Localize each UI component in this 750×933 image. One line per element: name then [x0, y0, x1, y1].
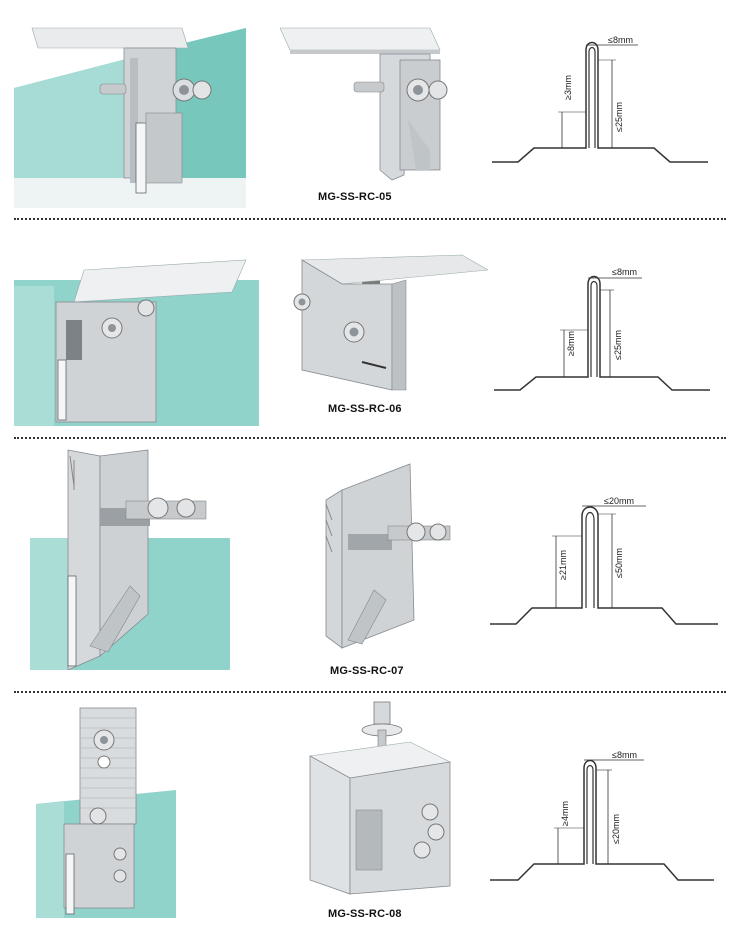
product-row-2: MG-SS-RC-06 ≤8mm ≥8mm ≤25mm [0, 220, 750, 436]
seam-width-label: ≤8mm [608, 35, 633, 45]
seam-width-label: ≤20mm [604, 496, 634, 506]
seam-width-label: ≤8mm [612, 750, 637, 760]
installed-clamp-photo [14, 27, 246, 208]
seam-min-height-label: ≥8mm [566, 331, 576, 356]
seam-max-height-label: ≤50mm [614, 548, 624, 578]
clamp-product-photo [309, 701, 451, 895]
row-divider [14, 691, 726, 693]
row-divider [14, 437, 726, 439]
model-label: MG-SS-RC-07 [330, 665, 404, 677]
product-row-1: MG-SS-RC-05 ≤8mm ≥3mm ≤25mm [0, 0, 750, 218]
seam-dimension-diagram: ≤8mm ≥4mm ≤20mm [490, 750, 714, 881]
seam-dimension-diagram: ≤8mm ≥8mm ≤25mm [494, 267, 710, 391]
seam-max-height-label: ≤25mm [613, 330, 623, 360]
clamp-product-photo [293, 254, 488, 391]
seam-width-label: ≤8mm [612, 267, 637, 277]
installed-clamp-photo [36, 707, 176, 918]
seam-dimension-diagram: ≤20mm ≥21mm ≤50mm [490, 496, 718, 625]
row-divider [14, 218, 726, 220]
model-label: MG-SS-RC-05 [318, 191, 392, 203]
model-label: MG-SS-RC-08 [328, 908, 402, 920]
product-row-4: MG-SS-RC-08 ≤8mm ≥4mm ≤20mm [0, 694, 750, 933]
product-row-3: MG-SS-RC-07 ≤20mm ≥21mm ≤50mm [0, 440, 750, 688]
clamp-product-photo [325, 463, 451, 649]
seam-max-height-label: ≤25mm [614, 102, 624, 132]
seam-min-height-label: ≥3mm [563, 75, 573, 100]
model-label: MG-SS-RC-06 [328, 403, 402, 415]
seam-max-height-label: ≤20mm [611, 814, 621, 844]
clamp-product-photo [280, 27, 448, 181]
seam-min-height-label: ≥21mm [558, 550, 568, 580]
installed-clamp-photo [14, 259, 259, 426]
seam-dimension-diagram: ≤8mm ≥3mm ≤25mm [492, 35, 708, 163]
installed-clamp-photo [30, 449, 230, 670]
seam-min-height-label: ≥4mm [560, 801, 570, 826]
